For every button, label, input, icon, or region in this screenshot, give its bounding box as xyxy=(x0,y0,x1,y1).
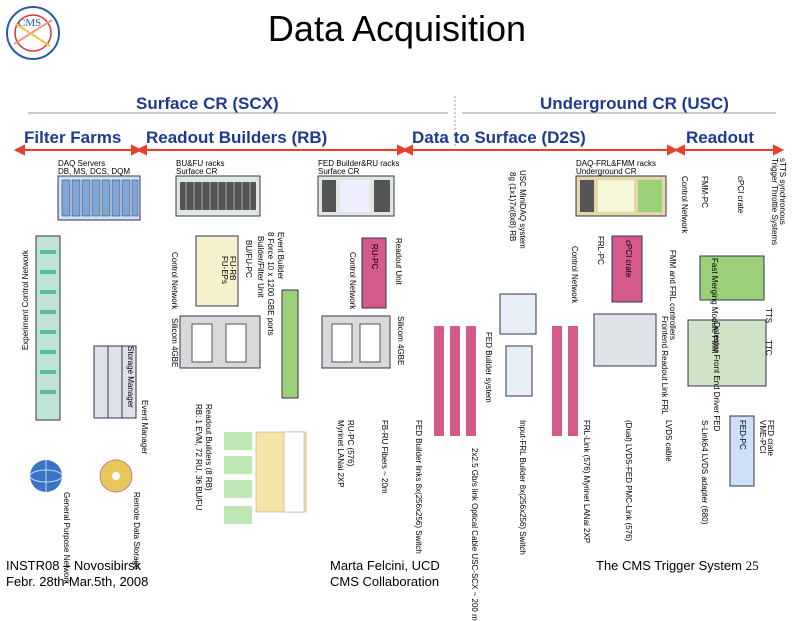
label-event-builder-sub: 8 Force 10 x 1200 GBE ports xyxy=(266,232,275,336)
label-input-frl-builder: Input-FRL Builder 8x(256x256) Switch xyxy=(518,420,527,555)
label-readout-builders-sub: Readout Builders (8 RB) xyxy=(204,404,213,491)
label-frontend-readout: Frontend Readout Link FRL xyxy=(660,316,669,415)
label-fu-eps: FU-EPs xyxy=(220,256,229,284)
disk-icon xyxy=(99,459,133,493)
control-network-column xyxy=(35,235,61,421)
label-readout-builders-sub2: RB: 1 EVM, 72 RU, 36 BU/FU xyxy=(194,404,203,511)
section-filter-farms: Filter Farms xyxy=(24,128,122,147)
footer-middle: Marta Felcini, UCD CMS Collaboration xyxy=(330,558,440,590)
daq-servers-rack xyxy=(57,175,141,221)
label-fed-crate-sub: VME-PCI xyxy=(758,420,767,454)
label-daq-frl-racks: DAQ-FRL&FMM racks xyxy=(576,159,656,168)
svg-text:CMS: CMS xyxy=(18,17,41,29)
label-tts-sync: sTTS synchronous xyxy=(778,158,787,225)
page-number: 25 xyxy=(745,558,759,573)
globe-icon xyxy=(29,460,63,492)
label-readout-unit: Readout Unit xyxy=(394,238,403,285)
label-daq-frl-racks-sub: Underground CR xyxy=(576,167,637,176)
label-control-network-4: Control Network xyxy=(680,176,689,234)
ru-pc-cluster xyxy=(321,237,391,369)
label-frl-pc: FRL-PC xyxy=(596,236,605,265)
fmm-module xyxy=(699,255,765,301)
fed-builder-columns xyxy=(434,326,578,436)
footer-venue: INSTR08 – Novosibirsk xyxy=(6,558,142,573)
fed-builder-rack xyxy=(317,175,395,217)
label-event-manager: Event Manager xyxy=(140,400,149,455)
label-ru-pc: RU-PC xyxy=(370,244,379,270)
label-storage-manager: Storage Manager xyxy=(126,346,135,408)
page-title: Data Acquisition xyxy=(267,8,527,49)
label-fed-builder-racks-sub: Surface CR xyxy=(318,167,360,176)
region-underground: Underground CR (USC) xyxy=(540,94,729,113)
label-fed-crate: FED crate xyxy=(766,420,775,457)
label-daq-servers-sub: DB, MS, DCS, DQM xyxy=(58,167,131,176)
label-builder-filter-unit: Builder/Filter Unit xyxy=(256,236,265,298)
manager-racks xyxy=(93,345,137,419)
label-exp-control-network: Experiment Control Network xyxy=(21,250,30,351)
label-daq-servers: DAQ Servers xyxy=(58,159,106,168)
label-fb-ru-fibers: FB-RU Fibers ~ 20m xyxy=(380,420,389,494)
label-myrinet-2xp: Myrinet LANai 2XP xyxy=(336,420,345,488)
label-bufu-racks: BU&FU racks xyxy=(176,159,225,168)
label-silicom-1: Silicom 4GBE xyxy=(170,318,179,368)
footer-title: The CMS Trigger System xyxy=(596,558,742,573)
footer-collab: CMS Collaboration xyxy=(330,574,440,589)
label-fed-builder-racks: FED Builder&RU racks xyxy=(318,159,400,168)
label-bufu-pc: BU/FU-PC xyxy=(244,240,253,278)
daq-frl-rack xyxy=(575,175,667,217)
footer-dates: Febr. 28th-Mar.5th, 2008 xyxy=(6,574,149,589)
label-fed-builder-system: FED Builder system xyxy=(484,332,493,403)
label-control-network-1: Control Network xyxy=(170,252,179,310)
d2s-switch-block xyxy=(499,293,537,397)
label-cpci-crate-2: cPCI crate xyxy=(736,176,745,214)
label-bufu-racks-sub: Surface CR xyxy=(176,167,218,176)
label-fmm-frl: FMM and FRL controllers xyxy=(668,250,677,340)
label-control-network-3: Control Network xyxy=(570,246,579,304)
fed-crate-large xyxy=(687,319,767,387)
footer-left: INSTR08 – Novosibirsk Febr. 28th-Mar.5th… xyxy=(6,558,148,590)
cms-logo-icon: CMS xyxy=(4,4,62,62)
label-fed-builder-links: FED Builder links 8x(256x256) Switch xyxy=(414,420,423,554)
bufu-rack xyxy=(175,175,261,217)
section-readout-builders: Readout Builders (RB) xyxy=(146,128,328,147)
label-tts-sync-sub: Trigger Throttle Systems xyxy=(770,158,779,246)
label-frl-myrinet: FRL-Link (576) Myrinet LANai 2XP xyxy=(582,420,591,544)
cms-logo: CMS xyxy=(4,4,62,62)
region-surface: Surface CR (SCX) xyxy=(136,94,279,113)
readout-builders-grid xyxy=(255,431,307,513)
label-fed-pc: FED-PC xyxy=(738,420,747,450)
green-blocks xyxy=(224,432,252,524)
footer-right: The CMS Trigger System 25 xyxy=(596,558,759,574)
label-event-builder: Event Builder xyxy=(276,232,285,280)
label-fmm-pc: FMM-PC xyxy=(700,176,709,208)
label-ttc: TTC xyxy=(764,340,773,356)
label-detector-fed: Detector Front End Driver FED xyxy=(712,322,721,432)
daq-diagram xyxy=(13,96,785,524)
label-ru-pc-576: RU-PC (576) xyxy=(346,420,355,467)
label-usc-minidaq: USC MiniDAQ system xyxy=(518,170,527,249)
label-slink64: S-Link64 LVDS adapter (680) xyxy=(700,420,709,525)
bufu-pc-cluster xyxy=(179,235,261,369)
fed-pc-crate xyxy=(729,415,755,487)
label-usc-minidaq-sub: 8g (1x1)7x(8x8) RB xyxy=(508,172,517,242)
label-tts: TTS xyxy=(764,308,773,324)
label-cpci-crate-1: cPCI crate xyxy=(624,240,633,278)
frl-crate xyxy=(593,235,657,367)
label-dual-lvds: (Dual) LVDS-FED PMC-Link (576) xyxy=(624,420,633,542)
label-fast-merging: Fast Merging Module FMM xyxy=(710,258,719,354)
label-gbit-link: 2x2.5 Gb/s link Optical Cable USC-SCX ~ … xyxy=(470,448,479,621)
event-builder-switch xyxy=(281,289,299,399)
label-silicom-2: Silicom 4GBE xyxy=(396,316,405,366)
label-remote-data: Remote Data Storage xyxy=(132,492,141,570)
label-fu-rb: FU-RB xyxy=(228,256,237,281)
footer-author: Marta Felcini, UCD xyxy=(330,558,440,573)
section-readout: Readout xyxy=(686,128,754,147)
label-control-network-2: Control Network xyxy=(348,252,357,310)
label-lvds-cable: LVDS cable xyxy=(664,420,673,462)
label-general-purpose: General Purpose Network xyxy=(62,492,71,585)
